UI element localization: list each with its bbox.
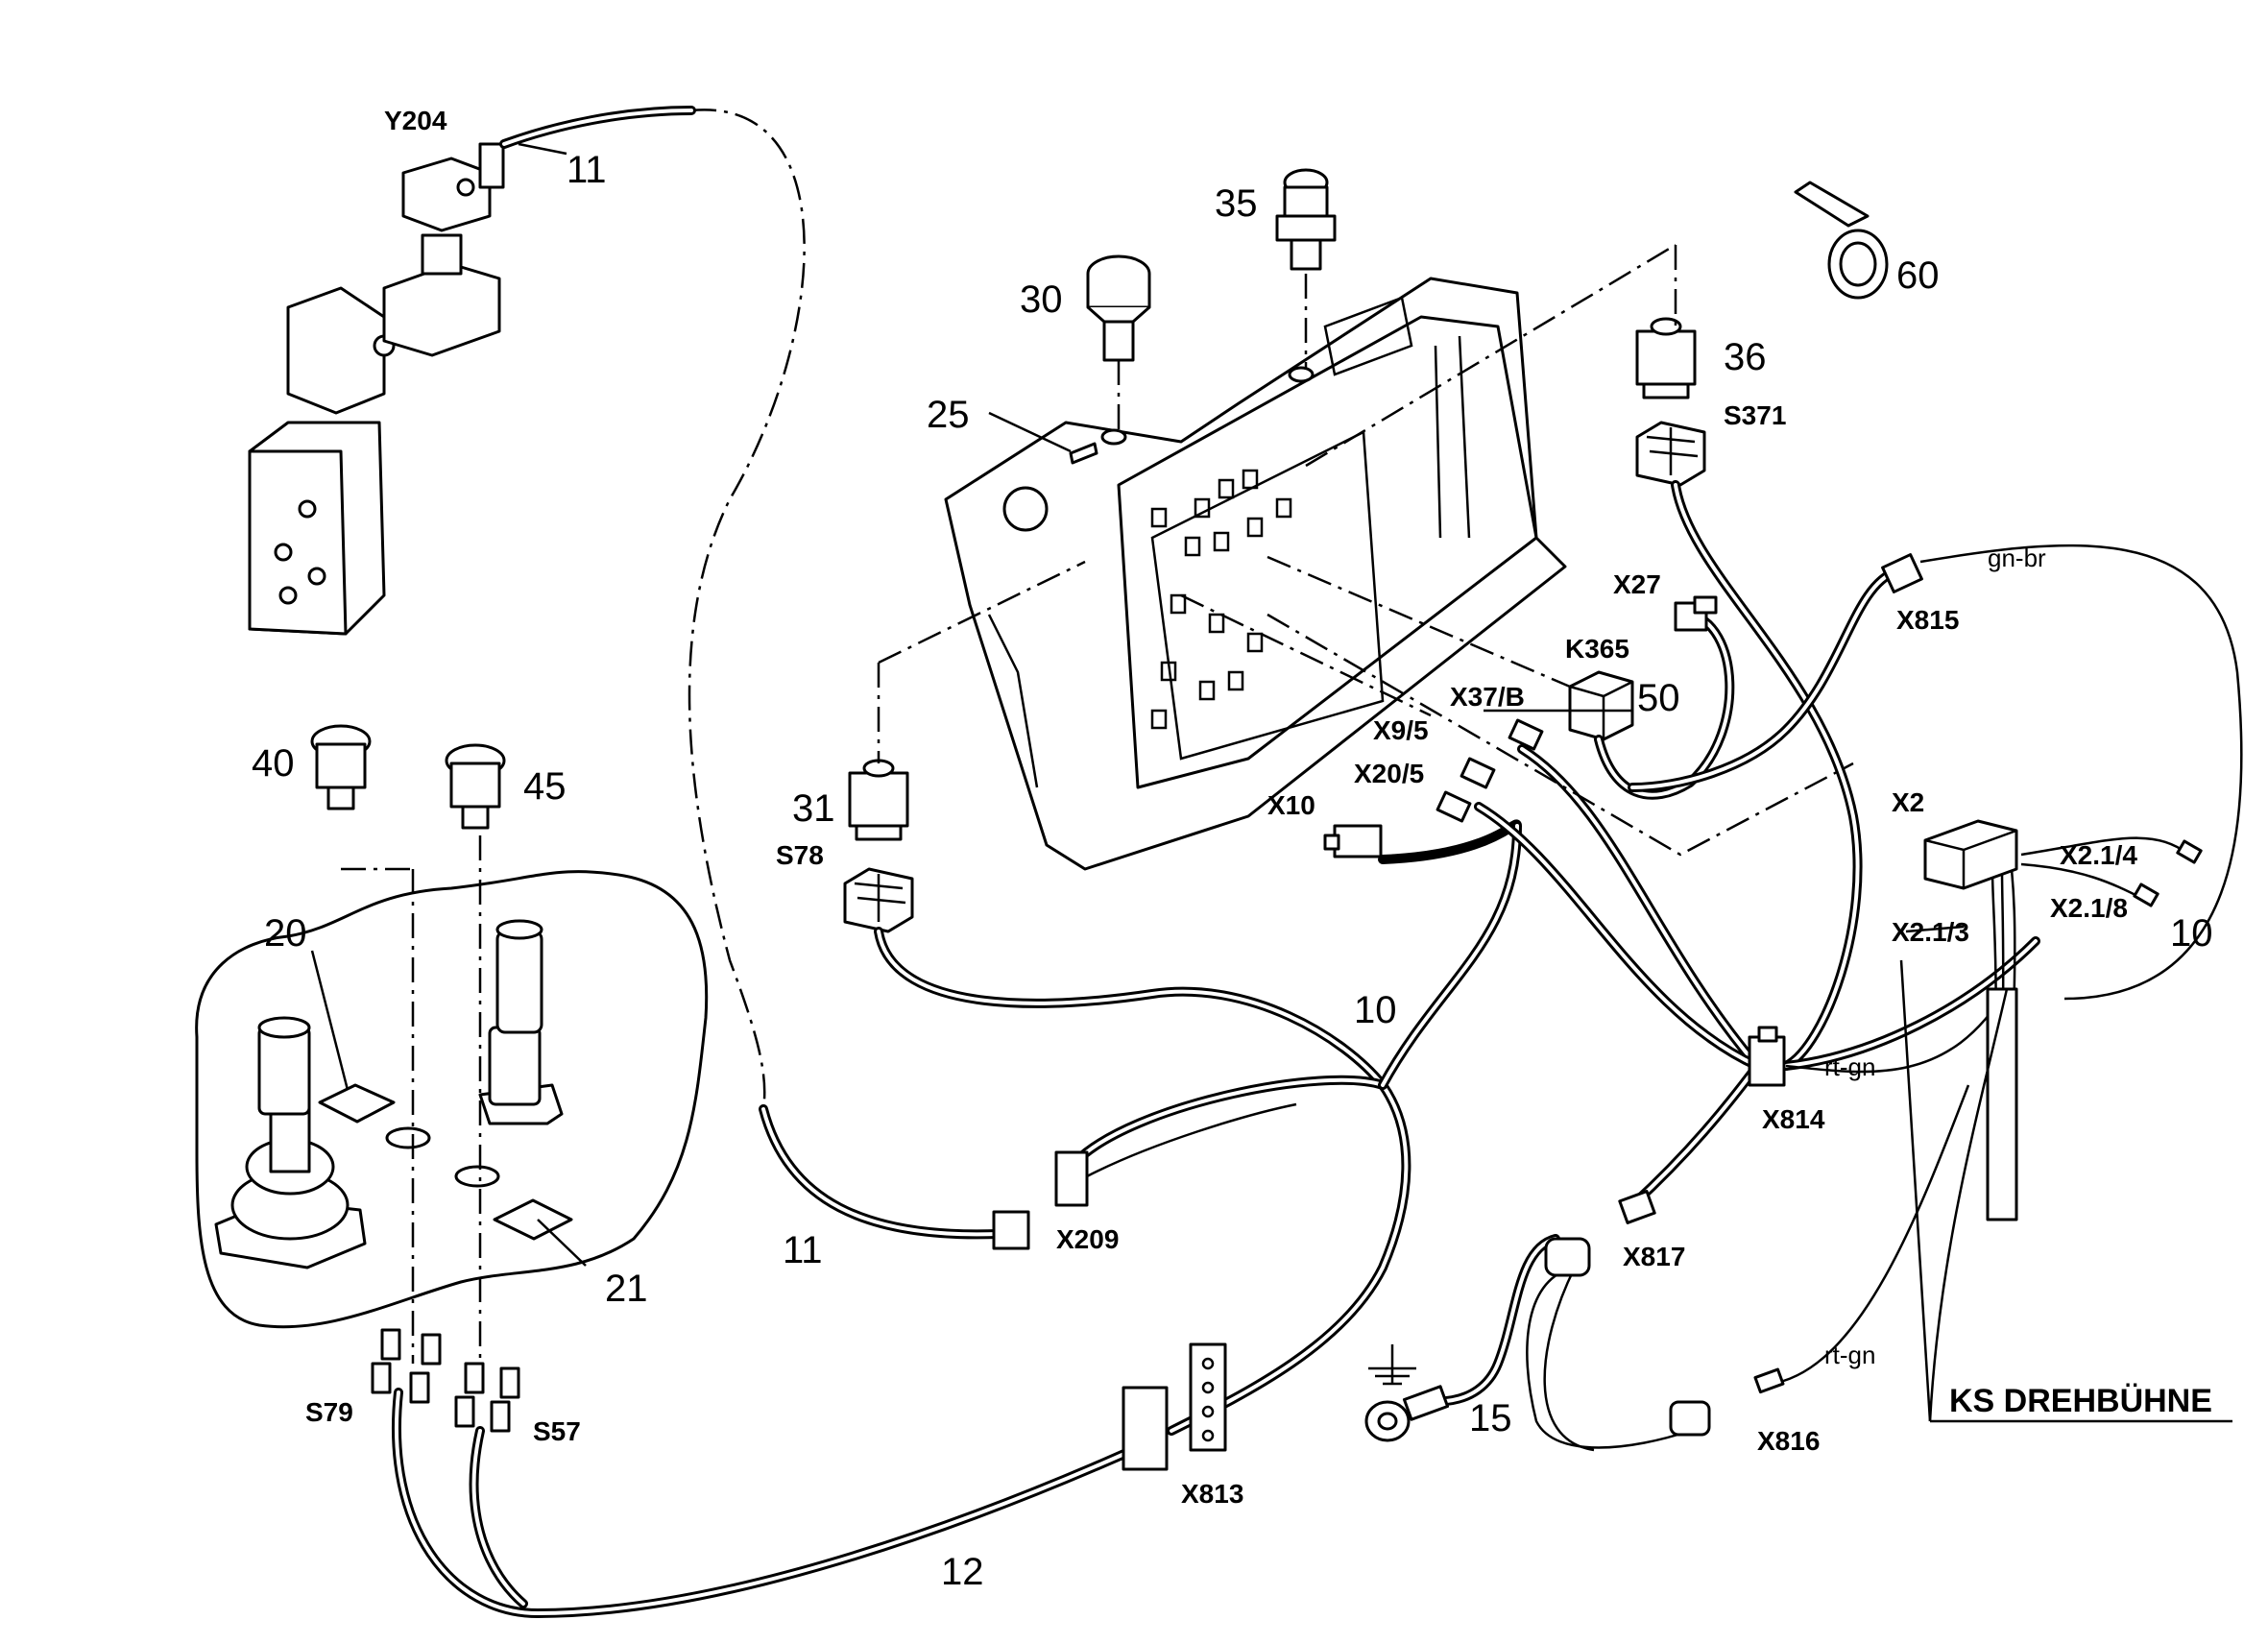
connector-x815 bbox=[1881, 553, 1923, 593]
connector-x27 bbox=[1674, 595, 1718, 632]
label-10-right: 10 bbox=[2170, 912, 2213, 955]
label-11-top: 11 bbox=[567, 149, 607, 191]
label-15: 15 bbox=[1469, 1397, 1512, 1439]
socket-s371 bbox=[1635, 421, 1706, 487]
label-rt-gn-2: rt-gn bbox=[1824, 1341, 1875, 1369]
label-x27: X27 bbox=[1613, 569, 1661, 599]
connector-x95 bbox=[1460, 757, 1496, 789]
cable-11-upper bbox=[499, 106, 696, 149]
label-plate-21 bbox=[493, 1198, 573, 1241]
title-ks-drehbuehne: KS DREHBÜHNE bbox=[1949, 1383, 2212, 1419]
panel-hole-right bbox=[454, 1165, 500, 1188]
pushbutton-45 bbox=[445, 743, 506, 830]
label-plate-20 bbox=[318, 1083, 396, 1124]
label-40: 40 bbox=[252, 742, 295, 785]
label-s78: S78 bbox=[776, 840, 824, 870]
connector-x37b bbox=[1508, 718, 1544, 751]
connector-x214 bbox=[2176, 839, 2203, 864]
control-housing bbox=[944, 277, 1567, 871]
connector-x816 bbox=[1544, 1237, 1785, 1437]
label-x213: X2.1/3 bbox=[1892, 917, 1969, 947]
relay-31 bbox=[848, 759, 909, 841]
label-31: 31 bbox=[792, 787, 835, 830]
valve-y204 bbox=[248, 142, 505, 636]
harness-10-trunk bbox=[874, 927, 1411, 1436]
pushbutton-30 bbox=[1086, 254, 1151, 437]
socket-s78 bbox=[843, 867, 914, 933]
label-x816: X816 bbox=[1757, 1426, 1820, 1456]
ground-terminal-15 bbox=[1364, 1344, 1450, 1442]
label-s371: S371 bbox=[1724, 400, 1786, 430]
label-35: 35 bbox=[1215, 182, 1258, 225]
connector-s79 bbox=[371, 1328, 442, 1404]
panel-hole-left bbox=[385, 1126, 431, 1149]
wire-gn-br bbox=[1919, 544, 2243, 1001]
label-x218: X2.1/8 bbox=[2050, 893, 2128, 923]
label-21: 21 bbox=[605, 1268, 648, 1310]
label-x10: X10 bbox=[1267, 790, 1315, 820]
relay-36 bbox=[1635, 317, 1697, 399]
label-x2: X2 bbox=[1892, 787, 1924, 817]
label-25: 25 bbox=[927, 394, 970, 436]
label-y204: Y204 bbox=[384, 106, 447, 135]
label-45: 45 bbox=[523, 765, 567, 808]
label-s57: S57 bbox=[533, 1416, 581, 1446]
connector-x10 bbox=[1323, 824, 1383, 858]
connector-x205 bbox=[1436, 790, 1472, 823]
cable-tie-60 bbox=[1794, 181, 1889, 300]
label-20: 20 bbox=[264, 912, 307, 955]
connector-s57 bbox=[454, 1362, 520, 1433]
label-x815: X815 bbox=[1896, 605, 1959, 635]
label-x814: X814 bbox=[1762, 1104, 1825, 1134]
cable-11-lower bbox=[759, 1104, 1003, 1240]
label-11-bottom: 11 bbox=[783, 1229, 823, 1271]
label-x37b: X37/B bbox=[1450, 682, 1525, 712]
connector-x817 bbox=[1618, 1190, 1656, 1224]
label-36: 36 bbox=[1724, 336, 1767, 378]
label-60: 60 bbox=[1896, 254, 1940, 297]
label-12: 12 bbox=[941, 1551, 984, 1593]
pushbutton-35 bbox=[1275, 168, 1337, 370]
label-gn-br: gn-br bbox=[1988, 544, 2046, 572]
connector-x209 bbox=[992, 1102, 1297, 1250]
label-30: 30 bbox=[1020, 278, 1063, 321]
label-s79: S79 bbox=[305, 1397, 353, 1427]
label-10-center: 10 bbox=[1354, 989, 1397, 1031]
joystick-left bbox=[214, 1016, 367, 1269]
label-x95: X9/5 bbox=[1373, 715, 1429, 745]
connector-x814 bbox=[1748, 1026, 1786, 1087]
label-x205: X20/5 bbox=[1354, 759, 1424, 788]
connector-x813 bbox=[1122, 1342, 1227, 1471]
label-x214: X2.1/4 bbox=[2060, 840, 2137, 870]
label-k365: K365 bbox=[1565, 634, 1629, 664]
label-x813: X813 bbox=[1181, 1479, 1243, 1509]
label-x817: X817 bbox=[1623, 1242, 1685, 1271]
label-50: 50 bbox=[1637, 677, 1680, 719]
relay-k365 bbox=[1568, 670, 1634, 741]
pushbutton-40 bbox=[310, 724, 372, 810]
joystick-right bbox=[478, 919, 564, 1125]
connector-x218 bbox=[2133, 882, 2159, 907]
label-rt-gn-1: rt-gn bbox=[1824, 1052, 1875, 1081]
tag-25 bbox=[1069, 442, 1098, 465]
label-x209: X209 bbox=[1056, 1224, 1119, 1254]
cable-11-dashed bbox=[688, 109, 806, 1110]
connector-x2 bbox=[1923, 819, 2018, 890]
